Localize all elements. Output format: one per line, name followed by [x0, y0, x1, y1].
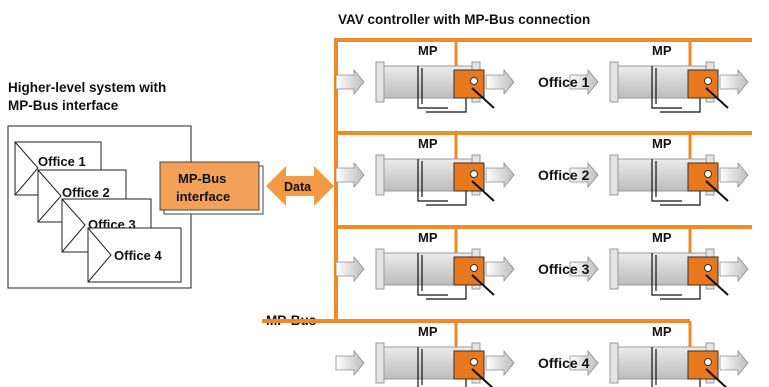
mp-label-exhaust-4: MP [652, 324, 672, 339]
actuator-knob [470, 170, 478, 178]
duct-flange [375, 61, 385, 103]
air-inflow-arrow [335, 68, 365, 96]
vav-unit-supply-3: MP [335, 230, 515, 300]
sensor-tube [426, 185, 467, 206]
sensor-tube [660, 185, 701, 206]
higher-level-caption-line1: Higher-level system with [8, 80, 166, 95]
vav-row-1: MP MP Office 1 [335, 40, 749, 113]
air-inflow-arrow [335, 349, 365, 377]
vav-row-4: MP MP Office 4 [335, 321, 749, 387]
mp-label-supply-2: MP [418, 136, 438, 151]
vav-row-3: MP MP Office 3 [335, 227, 749, 300]
actuator-lever [471, 274, 495, 296]
office-screen-4-label: Office 4 [114, 248, 162, 263]
vav-unit-supply-4: MP [335, 324, 515, 387]
actuator-lever [705, 180, 729, 202]
damper-linkage [651, 159, 682, 202]
actuator-lever [471, 87, 495, 109]
sensor-tube [426, 92, 467, 113]
mp-label-exhaust-3: MP [652, 230, 672, 245]
office-screen-4: Office 4 [87, 227, 182, 283]
air-outflow-arrow [719, 161, 749, 189]
data-arrow-label: Data [284, 180, 312, 194]
actuator-knob [704, 358, 712, 366]
mp-bus-interface-box: MP-Bus interface [159, 161, 264, 215]
office-screen-1-label: Office 1 [38, 154, 86, 169]
air-outflow-arrow [485, 255, 515, 283]
vav-row-2: MP MP Office 2 [335, 133, 749, 206]
duct-flange [609, 342, 619, 384]
air-inflow-arrow [569, 68, 599, 96]
actuator-lever [705, 87, 729, 109]
air-outflow-arrow [719, 255, 749, 283]
air-outflow-arrow [719, 68, 749, 96]
vav-unit-exhaust-4: MP [569, 324, 749, 387]
damper-linkage [417, 159, 448, 202]
duct-flange [609, 248, 619, 290]
air-outflow-arrow [485, 68, 515, 96]
damper-linkage [417, 66, 448, 109]
mp-label-exhaust-1: MP [652, 43, 672, 58]
vav-unit-exhaust-2: MP [569, 136, 749, 206]
mp-label-supply-4: MP [418, 324, 438, 339]
mp-bus-interface-line1: MP-Bus [178, 171, 226, 186]
sensor-tube [426, 279, 467, 300]
actuator-knob [470, 264, 478, 272]
office-label-4: Office 4 [538, 355, 590, 371]
mp-label-supply-1: MP [418, 43, 438, 58]
sensor-tube [465, 373, 467, 387]
air-inflow-arrow [569, 255, 599, 283]
air-outflow-arrow [719, 349, 749, 377]
air-inflow-arrow [335, 161, 365, 189]
mp-label-supply-3: MP [418, 230, 438, 245]
actuator-knob [704, 264, 712, 272]
higher-level-caption-line2: MP-Bus interface [8, 98, 119, 113]
air-inflow-arrow [335, 255, 365, 283]
office-screen-2-label: Office 2 [62, 185, 110, 200]
actuator-lever [705, 274, 729, 296]
actuator-knob [704, 170, 712, 178]
actuator-knob [704, 77, 712, 85]
actuator-lever [471, 368, 494, 387]
damper-linkage [651, 66, 682, 109]
duct-flange [609, 61, 619, 103]
mp-bus-interface-line2: interface [176, 189, 230, 204]
sensor-tube [660, 279, 701, 300]
vav-unit-supply-2: MP [335, 136, 515, 206]
office-label-1: Office 1 [538, 74, 590, 90]
sensor-tube [660, 92, 701, 113]
air-outflow-arrow [485, 161, 515, 189]
duct-flange [375, 248, 385, 290]
actuator-lever [471, 180, 495, 202]
damper-linkage [417, 253, 448, 296]
duct-flange [375, 154, 385, 196]
air-outflow-arrow [485, 349, 515, 377]
mp-label-exhaust-2: MP [652, 136, 672, 151]
sensor-tube [699, 373, 701, 387]
office-label-2: Office 2 [538, 167, 590, 183]
office-label-3: Office 3 [538, 261, 590, 277]
actuator-lever [705, 368, 728, 387]
actuator-knob [470, 358, 478, 366]
mp-bus-wiring [262, 38, 752, 323]
diagram-title: VAV controller with MP-Bus connection [338, 12, 590, 27]
vav-unit-supply-1: MP [335, 43, 515, 113]
air-inflow-arrow [569, 161, 599, 189]
duct-flange [375, 342, 385, 384]
air-inflow-arrow [569, 349, 599, 377]
damper-linkage [417, 347, 419, 387]
actuator-knob [470, 77, 478, 85]
damper-linkage [651, 253, 682, 296]
damper-linkage [651, 347, 653, 387]
vav-unit-exhaust-3: MP [569, 230, 749, 300]
vav-unit-exhaust-1: MP [569, 43, 749, 113]
duct-flange [609, 154, 619, 196]
data-arrow: Data [266, 166, 334, 206]
